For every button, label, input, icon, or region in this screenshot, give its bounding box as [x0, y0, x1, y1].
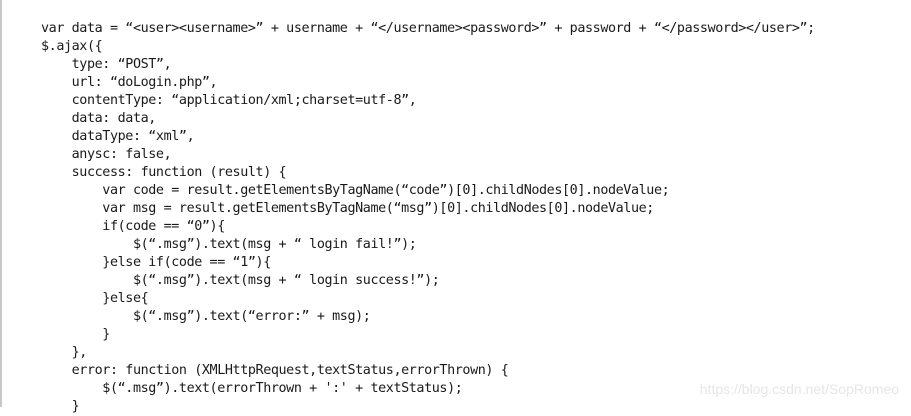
code-line: $.ajax({: [41, 39, 103, 54]
code-line: },: [41, 345, 88, 360]
code-line: }else if(code == “1”){: [41, 255, 271, 270]
code-line: $(“.msg”).text(“error:” + msg);: [41, 309, 371, 324]
code-line: data: data,: [41, 111, 157, 126]
code-line: type: “POST”,: [41, 57, 172, 72]
code-line: $(“.msg”).text(msg + “ login success!”);: [41, 273, 440, 288]
watermark-url: https://blog.csdn.net/SopRomeo: [699, 381, 899, 397]
code-line: $(“.msg”).text(msg + “ login fail!”);: [41, 237, 417, 252]
code-block: var data = “<user><username>” + username…: [41, 20, 815, 416]
code-line: contentType: “application/xml;charset=ut…: [41, 93, 417, 108]
code-line: success: function (result) {: [41, 165, 287, 180]
code-line: var code = result.getElementsByTagName(“…: [41, 183, 670, 198]
code-line: var data = “<user><username>” + username…: [41, 21, 815, 36]
code-line: }: [41, 399, 80, 414]
code-line: }else{: [41, 291, 149, 306]
code-line: error: function (XMLHttpRequest,textStat…: [41, 363, 509, 378]
code-line: if(code == “0”){: [41, 219, 225, 234]
code-line: url: “doLogin.php”,: [41, 75, 218, 90]
code-line: $(“.msg”).text(errorThrown + ':' + textS…: [41, 381, 463, 396]
code-line: dataType: “xml”,: [41, 129, 195, 144]
code-line: }: [41, 327, 110, 342]
code-line: var msg = result.getElementsByTagName(“m…: [41, 201, 654, 216]
code-line: anysc: false,: [41, 147, 172, 162]
